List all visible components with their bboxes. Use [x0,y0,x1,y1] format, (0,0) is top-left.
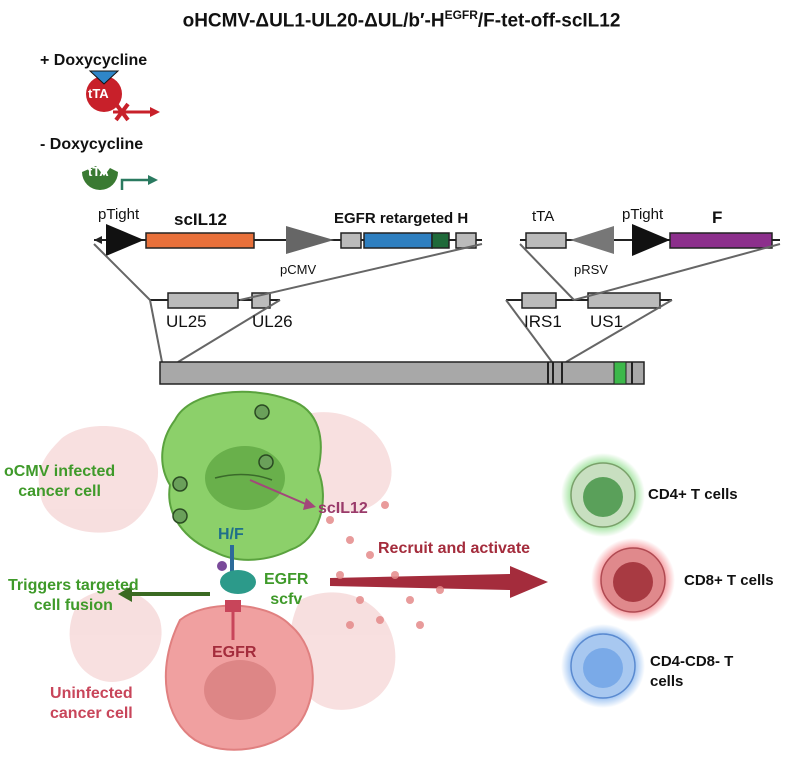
ul26-label: UL26 [252,312,293,331]
title-main: oHCMV-ΔUL1-UL20-ΔUL/b′-H [182,10,445,32]
minus-dox-label: - Doxycycline [40,136,144,153]
fusion-arrow [118,586,210,602]
irs-locus [505,243,781,363]
figure-title: oHCMV-ΔUL1-UL20-ΔUL/b′-HEGFR/F-tet-off-s… [0,8,803,32]
uninfected-cell-label: Uninfected cancer cell [50,685,133,722]
tta-label-1: tTA [88,86,109,101]
scil12-secretion-arrow [249,479,316,510]
tta-plus-dox-icon [86,70,160,122]
title-tail: /F-tet-off-scIL12 [477,10,621,32]
cd4cd8-label: CD4-CD8- T cells [650,653,734,690]
left-cassette [94,224,482,256]
egfr-receptor-icon [225,600,241,640]
viral-genome-bar [159,361,645,385]
virion-icons [172,404,274,524]
f-gene [669,232,773,249]
ptight-left-promoter-icon [106,224,144,256]
scil12-cell-label: scIL12 [318,500,368,517]
prsv-promoter-icon [570,226,614,254]
pcmv-promoter-icon [286,226,334,254]
plus-dox-label: + Doxycycline [40,52,148,69]
uninfected-cancer-cell [164,604,314,751]
scil12-dots [326,501,444,629]
f-label: F [712,208,723,227]
recruit-label: Recruit and activate [378,540,531,557]
prsv-label: pRSV [574,262,608,277]
title-superscript: EGFR [444,8,478,22]
recruit-arrow [330,566,548,598]
cd4cd8-t-cell [561,624,645,708]
scil12-gene [145,232,255,249]
cd4-t-cell [561,453,645,537]
tta-minus-dox-icon [82,166,158,190]
egfr-h-label: EGFR retargeted H [334,210,469,227]
tta-gene-label: tTA [532,208,555,225]
cd4-label: CD4+ T cells [648,486,738,503]
egfr-scfv-label: EGFR scfv [264,571,309,608]
cd8-t-cell [591,538,675,622]
ul25-label: UL25 [166,312,207,331]
right-cassette [520,224,780,256]
infected-cell-label: oCMV infected cancer cell [4,463,116,500]
fusion-label: Triggers targeted cell fusion [8,577,139,614]
pcmv-label: pCMV [280,262,317,277]
egfr-h-gene [363,232,433,249]
ptight-left-label: pTight [98,206,140,223]
cd8-label: CD8+ T cells [684,572,774,589]
egfr-label: EGFR [212,644,257,661]
hf-label: H/F [218,526,244,543]
ptight-right-label: pTight [622,206,664,223]
ptight-right-promoter-icon [632,224,670,256]
irs1-label: IRS1 [524,312,562,331]
tta-label-2: tTA [88,164,109,179]
us1-label: US1 [590,312,624,331]
scil12-label: scIL12 [174,210,227,229]
ul-locus [93,243,483,363]
hf-glycoprotein-icon [217,545,256,594]
